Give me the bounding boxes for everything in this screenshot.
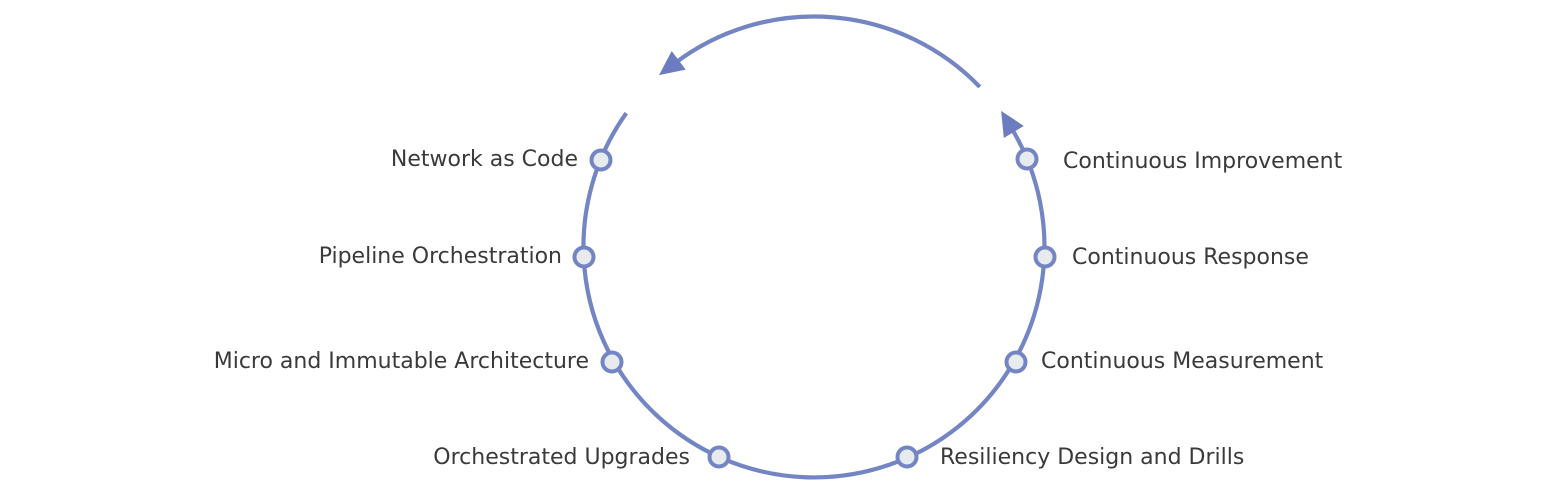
node-label-network-as-code: Network as Code (390, 146, 578, 172)
node-dot-continuous-measurement (1004, 350, 1028, 374)
cycle-top-arc (659, 14, 982, 89)
node-label-resiliency-design-and-drills: Resiliency Design and Drills (940, 444, 1245, 470)
node-label-continuous-response: Continuous Response (1072, 244, 1309, 270)
node-label-pipeline-orchestration: Pipeline Orchestration (318, 243, 562, 269)
node-dot-continuous-improvement (1015, 147, 1039, 171)
node-dot-micro-and-immutable-architecture (600, 350, 624, 374)
node-dot-continuous-response (1033, 245, 1057, 269)
node-dot-pipeline-orchestration (572, 245, 596, 269)
node-dot-orchestrated-upgrades (707, 445, 731, 469)
cycle-main-arc (581, 110, 1047, 480)
node-dot-network-as-code (589, 148, 613, 172)
node-dot-resiliency-design-and-drills (895, 445, 919, 469)
node-label-orchestrated-upgrades: Orchestrated Upgrades (433, 444, 690, 470)
node-label-micro-and-immutable-architecture: Micro and Immutable Architecture (213, 348, 589, 374)
node-label-continuous-measurement: Continuous Measurement (1041, 348, 1324, 374)
node-label-continuous-improvement: Continuous Improvement (1063, 148, 1343, 174)
